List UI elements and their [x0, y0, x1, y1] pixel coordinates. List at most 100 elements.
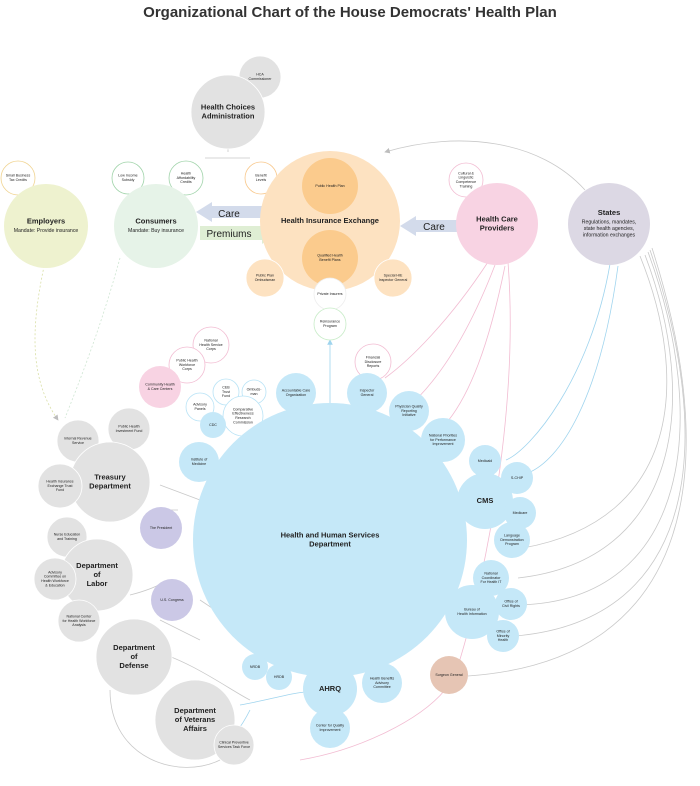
node-label: Clinical Preventive	[219, 741, 249, 745]
node-circle	[200, 412, 226, 438]
node-label: Minority	[497, 634, 510, 638]
node-label: AHRQ	[319, 684, 341, 693]
node-label: Reporting	[401, 409, 417, 413]
node-label: Corps	[182, 367, 192, 371]
node-public-health-plan: Public Health Plan	[302, 158, 358, 214]
node-circle	[302, 158, 358, 214]
node-circle	[487, 620, 519, 652]
node-label: Surgeon General	[435, 673, 463, 677]
node-label: Fund	[56, 488, 64, 492]
node-circle	[245, 258, 285, 298]
node-label: Consumers	[135, 217, 176, 226]
chart-title: Organizational Chart of the House Democr…	[143, 4, 557, 21]
node-label: Disclosure	[365, 360, 382, 364]
node-label: Health and Human Services	[281, 530, 380, 539]
node-label: Ombudsman	[255, 278, 276, 282]
node-label: Reports	[367, 364, 380, 368]
node-label: Medicaid	[478, 459, 492, 463]
node-label: Health Information	[457, 612, 486, 616]
node-label: Program	[323, 324, 337, 328]
node-label: Internal Revenue	[64, 437, 91, 441]
node-label: Employers	[27, 217, 65, 226]
node-label: Initiative	[402, 413, 415, 417]
node-label: Effectiveness	[232, 412, 254, 416]
node-label: Commission	[233, 420, 253, 424]
node-label: Public Health	[118, 425, 139, 429]
node-circle	[504, 497, 536, 529]
node-label: Health Choices	[201, 102, 255, 111]
node-label: Competence	[456, 180, 476, 184]
node-comparative-effectiveness: ComparativeEffectivenessResearchCommissi…	[222, 395, 264, 437]
node-label: Advisory	[375, 681, 389, 685]
node-label: Ombuds-	[247, 388, 263, 392]
node-label: Administration	[202, 111, 255, 120]
node-label: General	[361, 393, 374, 397]
node-circle	[313, 307, 347, 341]
node-label: Improvement	[433, 442, 454, 446]
node-label: & Care Centers	[148, 387, 173, 391]
node-label: Public Plan	[256, 274, 274, 278]
node-label: Health Service	[199, 343, 222, 347]
node-circle	[190, 74, 266, 150]
node-label: HRDB	[274, 675, 285, 679]
node-label: Reinsurance	[320, 320, 340, 324]
node-circle	[568, 183, 650, 265]
care-arrow-left-label: Care	[218, 209, 240, 220]
node-label: Office of	[504, 600, 517, 604]
node-label: Treasury	[94, 472, 126, 481]
node-label: Nurse Education	[54, 533, 81, 537]
node-label: CDC	[209, 423, 217, 427]
node-label: Medicine	[192, 462, 206, 466]
node-label: Health Insurance Exchange	[281, 216, 379, 225]
node-circle	[448, 162, 484, 198]
node-label: Credits	[180, 180, 192, 184]
node-circle	[456, 183, 538, 265]
node-hrdb: HRDB	[266, 664, 292, 690]
node-label: Health Care	[476, 214, 518, 223]
node-label: Benefit	[255, 174, 266, 178]
care-arrow-right-label: Care	[423, 222, 445, 233]
node-label: For Health IT	[481, 580, 503, 584]
node-label: Training	[460, 184, 473, 188]
node-label: Analysis	[72, 623, 86, 627]
node-the-president: The President	[140, 507, 182, 549]
node-circle	[193, 403, 467, 677]
node-label: Institute of	[191, 458, 208, 462]
node-label: Comparative	[233, 407, 253, 411]
node-schip: S-CHIP	[501, 462, 533, 494]
node-label: Organization	[286, 393, 306, 397]
node-circle	[303, 662, 357, 716]
node-circle	[430, 656, 468, 694]
node-circle	[111, 161, 145, 195]
node-label: Workforce	[179, 363, 195, 367]
node-sublabel: Regulations, mandates,	[582, 220, 637, 226]
node-label: Special HIE	[384, 274, 403, 278]
care-arrow-right	[400, 216, 460, 236]
node-label: National	[484, 572, 497, 576]
node-sublabel: Mandate: Provide insurance	[14, 228, 79, 234]
node-label: Exchange Trust	[48, 484, 73, 488]
node-label: Public Health Plan	[315, 184, 344, 188]
node-label: Coordinator	[482, 576, 502, 580]
node-label: Investment Fund	[116, 429, 143, 433]
node-health-insurance-exchange: Health Insurance Exchange	[260, 151, 400, 291]
node-label: Qualified Health	[317, 254, 343, 258]
node-sublabel: state health agencies,	[584, 226, 634, 232]
node-circle	[33, 557, 77, 601]
node-label: Subsidy	[122, 178, 135, 182]
node-circle	[179, 442, 219, 482]
node-label: CMS	[477, 496, 494, 505]
node-label: Inspector General	[379, 278, 408, 282]
